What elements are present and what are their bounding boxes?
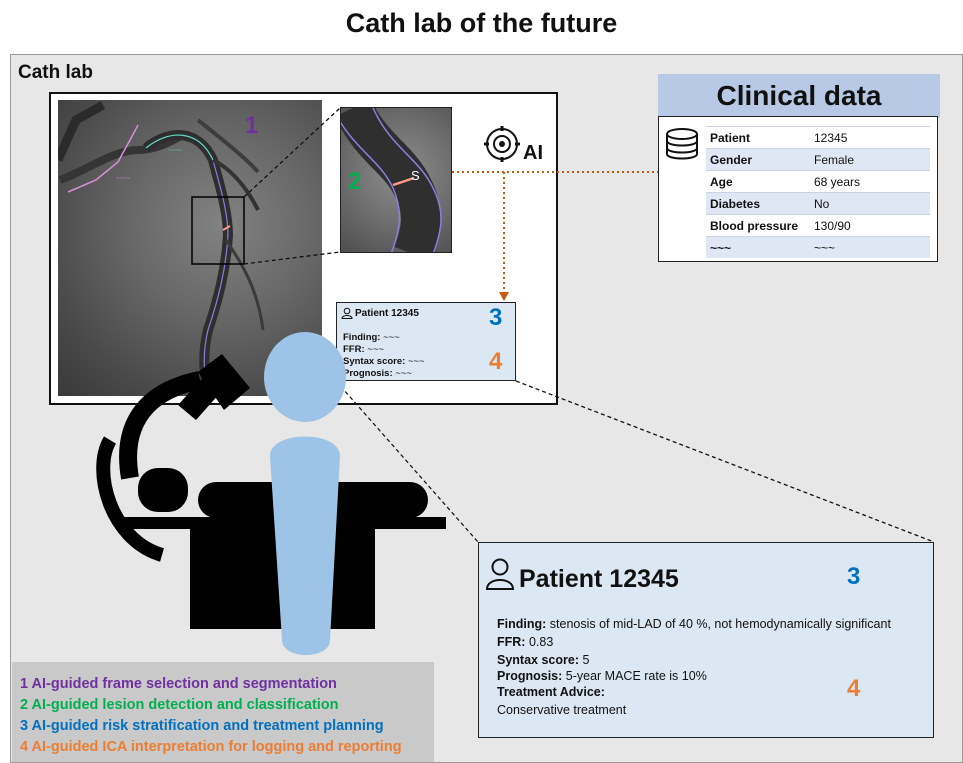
report-ffr: FFR: 0.83 <box>497 635 554 649</box>
report-preview-patient: Patient 12345 <box>355 308 419 319</box>
report-preview-syntax: Syntax score: ~~~ <box>343 356 425 367</box>
clinical-key: Patient <box>706 126 810 149</box>
clinical-value: 12345 <box>810 126 930 149</box>
database-icon <box>666 128 698 160</box>
step-3-number-large: 3 <box>847 563 861 590</box>
cardiologist-body <box>270 436 340 655</box>
legend-item-3: 3 AI-guided risk stratification and trea… <box>20 718 384 734</box>
clinical-value: 130/90 <box>810 214 930 237</box>
clinical-row: ~~~~~~ <box>706 236 930 258</box>
report-preview-finding: Finding: ~~~ <box>343 332 400 343</box>
vessel-label-upper: ~~~~ <box>168 148 183 154</box>
user-icon <box>485 558 515 590</box>
report-preview: Patient 12345 Finding: ~~~ FFR: ~~~ Synt… <box>336 302 516 381</box>
legend-box: 1 AI-guided frame selection and segmenta… <box>12 662 434 762</box>
report-detail: Patient 12345 3 Finding: stenosis of mid… <box>478 542 934 738</box>
clinical-key: Blood pressure <box>706 214 810 237</box>
report-preview-prognosis: Prognosis: ~~~ <box>343 368 412 379</box>
vessel-label-left: ~~~~ <box>116 176 131 182</box>
legend-item-2: 2 AI-guided lesion detection and classif… <box>20 697 339 713</box>
report-syntax: Syntax score: 5 <box>497 653 590 667</box>
report-treatment-value: Conservative treatment <box>497 703 627 717</box>
clinical-value: ~~~ <box>810 236 930 258</box>
clinical-data-title: Clinical data <box>658 74 940 118</box>
step-4-number: 4 <box>489 348 503 375</box>
clinical-value: Female <box>810 148 930 171</box>
clinical-key: ~~~ <box>706 236 810 258</box>
zoomed-vessel-drawing <box>341 108 442 252</box>
step-4-number-large: 4 <box>847 675 861 702</box>
lesion-label: S <box>411 168 420 183</box>
clinical-value: 68 years <box>810 170 930 193</box>
report-finding: Finding: stenosis of mid-LAD of 40 %, no… <box>497 617 891 631</box>
legend-item-1: 1 AI-guided frame selection and segmenta… <box>20 676 337 692</box>
report-prognosis: Prognosis: 5-year MACE rate is 10% <box>497 669 707 683</box>
page-title: Cath lab of the future <box>345 8 618 38</box>
step-2-number: 2 <box>348 168 362 195</box>
step-1-number: 1 <box>245 112 259 139</box>
cath-lab-label: Cath lab <box>18 62 93 83</box>
cardiologist-head <box>264 332 346 422</box>
user-icon <box>341 307 353 319</box>
lesion-roi-box <box>191 196 245 265</box>
coronary-vessel-drawing <box>58 101 265 396</box>
clinical-value: No <box>810 192 930 215</box>
report-patient-title: Patient 12345 <box>519 565 679 593</box>
legend-item-4: 4 AI-guided ICA interpretation for loggi… <box>20 739 402 755</box>
clinical-key: Gender <box>706 148 810 171</box>
ai-gear-icon <box>482 124 522 169</box>
x-ray-detector <box>198 354 250 410</box>
ai-label: AI <box>523 142 543 164</box>
step-3-number: 3 <box>489 304 503 331</box>
zoomed-lesion-image: S <box>340 107 452 253</box>
clinical-key: Age <box>706 170 810 193</box>
clinical-key: Diabetes <box>706 192 810 215</box>
report-treatment-label: Treatment Advice: <box>497 685 605 699</box>
report-preview-ffr: FFR: ~~~ <box>343 344 384 355</box>
c-arm <box>119 371 202 480</box>
